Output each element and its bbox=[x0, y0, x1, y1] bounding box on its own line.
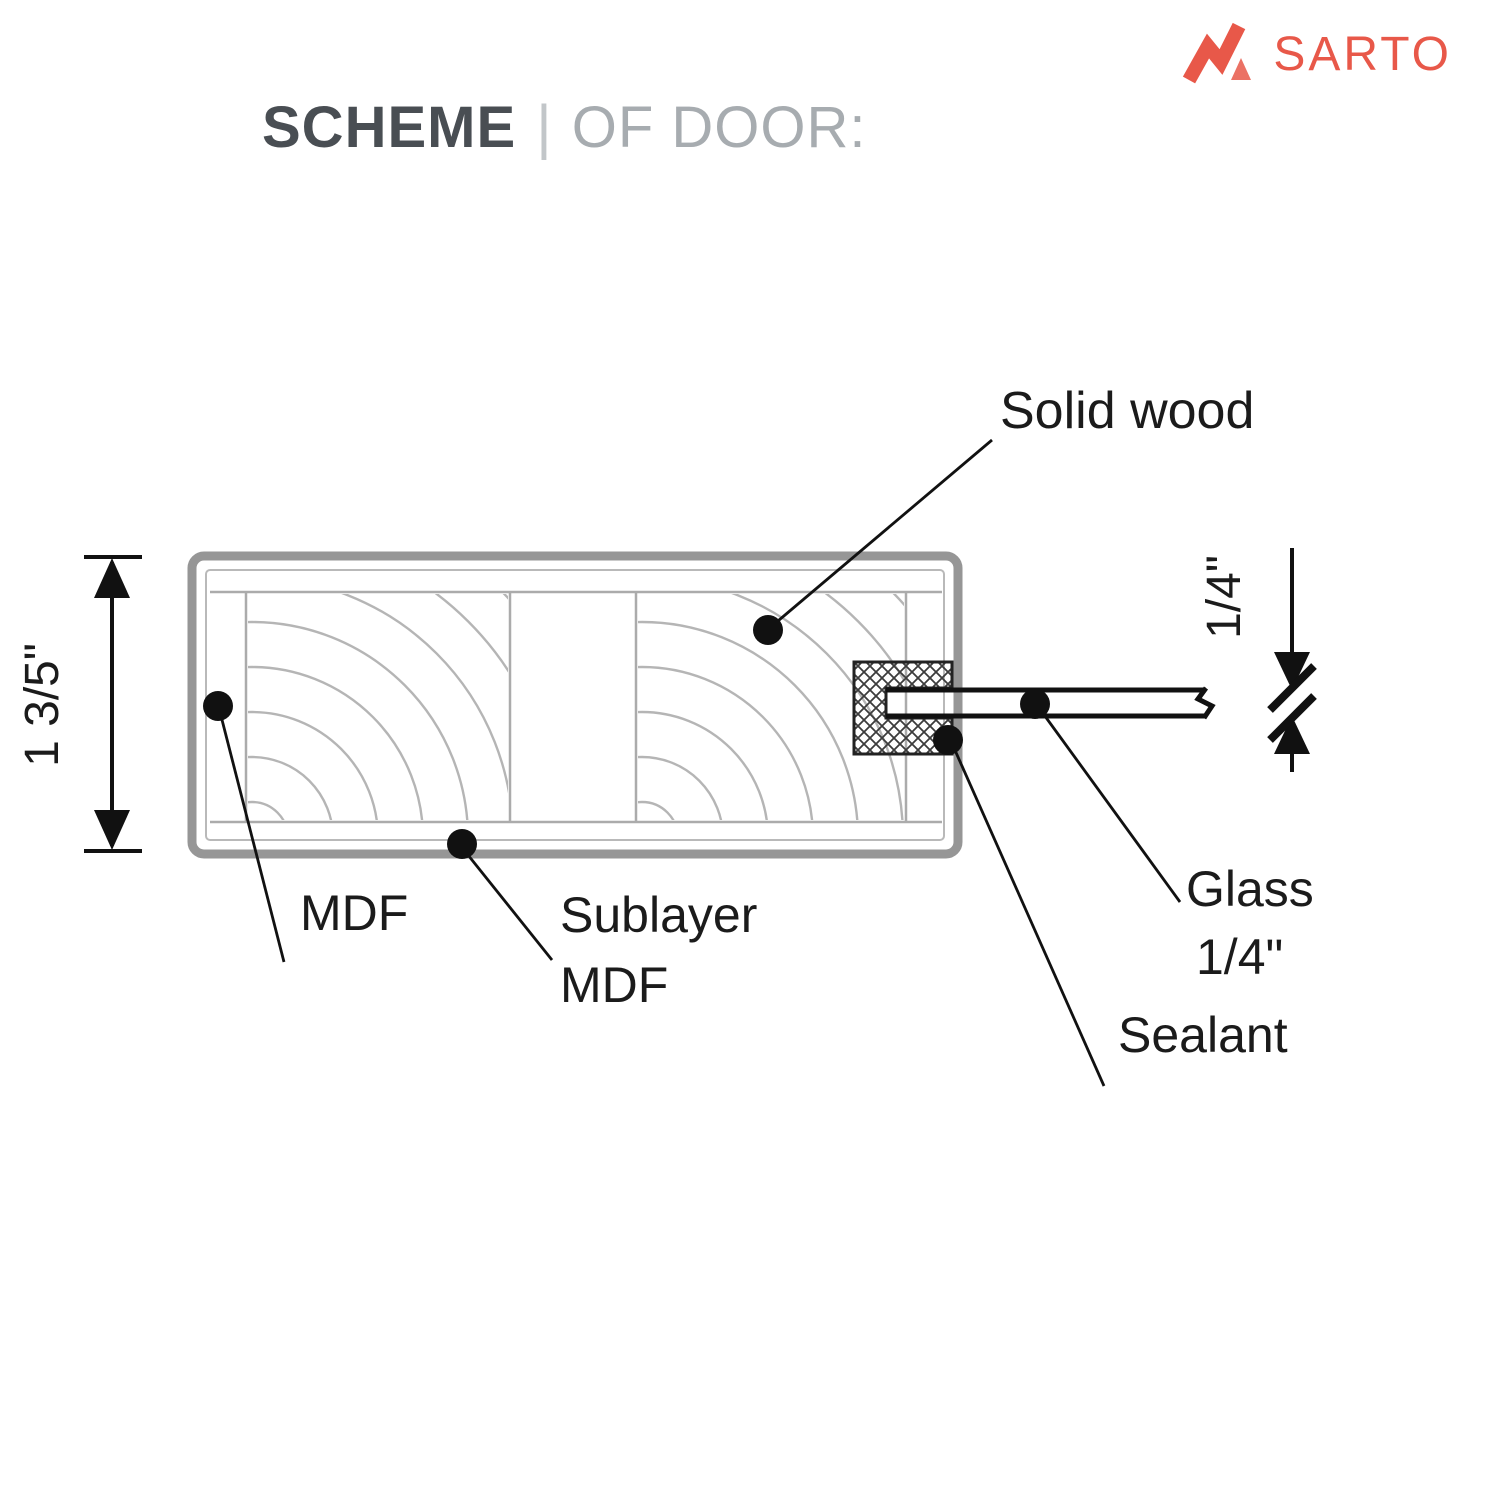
solid-wood-dot bbox=[753, 615, 783, 645]
page-subtitle: OF DOOR: bbox=[571, 95, 867, 160]
door-thickness-label: 1 3/5" bbox=[16, 643, 69, 767]
glass-label-line2: 1/4" bbox=[1196, 929, 1283, 985]
sublayer-label-line1: Sublayer bbox=[560, 887, 757, 943]
callout-dots bbox=[203, 615, 1050, 859]
title-separator: | bbox=[536, 93, 552, 160]
sublayer-dot bbox=[447, 829, 477, 859]
page-header: SCHEME | OF DOOR: bbox=[262, 92, 867, 161]
glass-label-line1: Glass bbox=[1186, 861, 1314, 917]
brand-name: SARTO bbox=[1273, 27, 1452, 81]
solid-wood-label: Solid wood bbox=[1000, 382, 1254, 440]
wood-grain-left bbox=[248, 594, 508, 820]
glass-thickness-label: 1/4" bbox=[1198, 555, 1251, 639]
brand-logo: SARTO bbox=[1179, 14, 1452, 94]
wood-grain-right bbox=[638, 594, 904, 820]
sarto-logo-icon bbox=[1183, 22, 1252, 84]
glass-thickness-dimension: 1/4" bbox=[1198, 548, 1317, 772]
leader-lines bbox=[218, 438, 1182, 1087]
mdf-label: MDF bbox=[300, 885, 408, 941]
sealant-dot bbox=[933, 725, 963, 755]
door-thickness-dimension: 1 3/5" bbox=[16, 555, 142, 853]
mdf-dot bbox=[203, 691, 233, 721]
glass-dot bbox=[1020, 689, 1050, 719]
sealant-label: Sealant bbox=[1118, 1007, 1288, 1063]
sublayer-label-line2: MDF bbox=[560, 957, 668, 1013]
page-title: SCHEME bbox=[262, 95, 517, 160]
door-cross-section bbox=[187, 551, 963, 859]
